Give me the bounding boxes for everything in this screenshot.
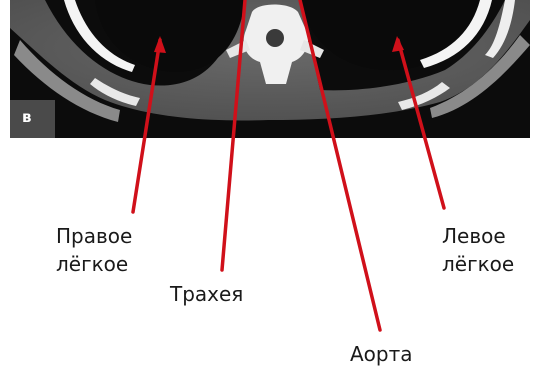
aorta-label: Аорта [350,340,413,368]
left-lung-label: Левое лёгкое [442,222,514,278]
vertebral-canal [266,29,284,47]
left-lung-label-line1: Левое [442,222,514,250]
right-lung-label-line1: Правое [56,222,132,250]
right-lung-label: Правое лёгкое [56,222,132,278]
panel-letter: в [22,108,32,126]
right-lung-label-line2: лёгкое [56,250,132,278]
left-lung-label-line2: лёгкое [442,250,514,278]
trachea-label: Трахея [170,280,243,308]
panel-letter-bg [10,100,55,138]
